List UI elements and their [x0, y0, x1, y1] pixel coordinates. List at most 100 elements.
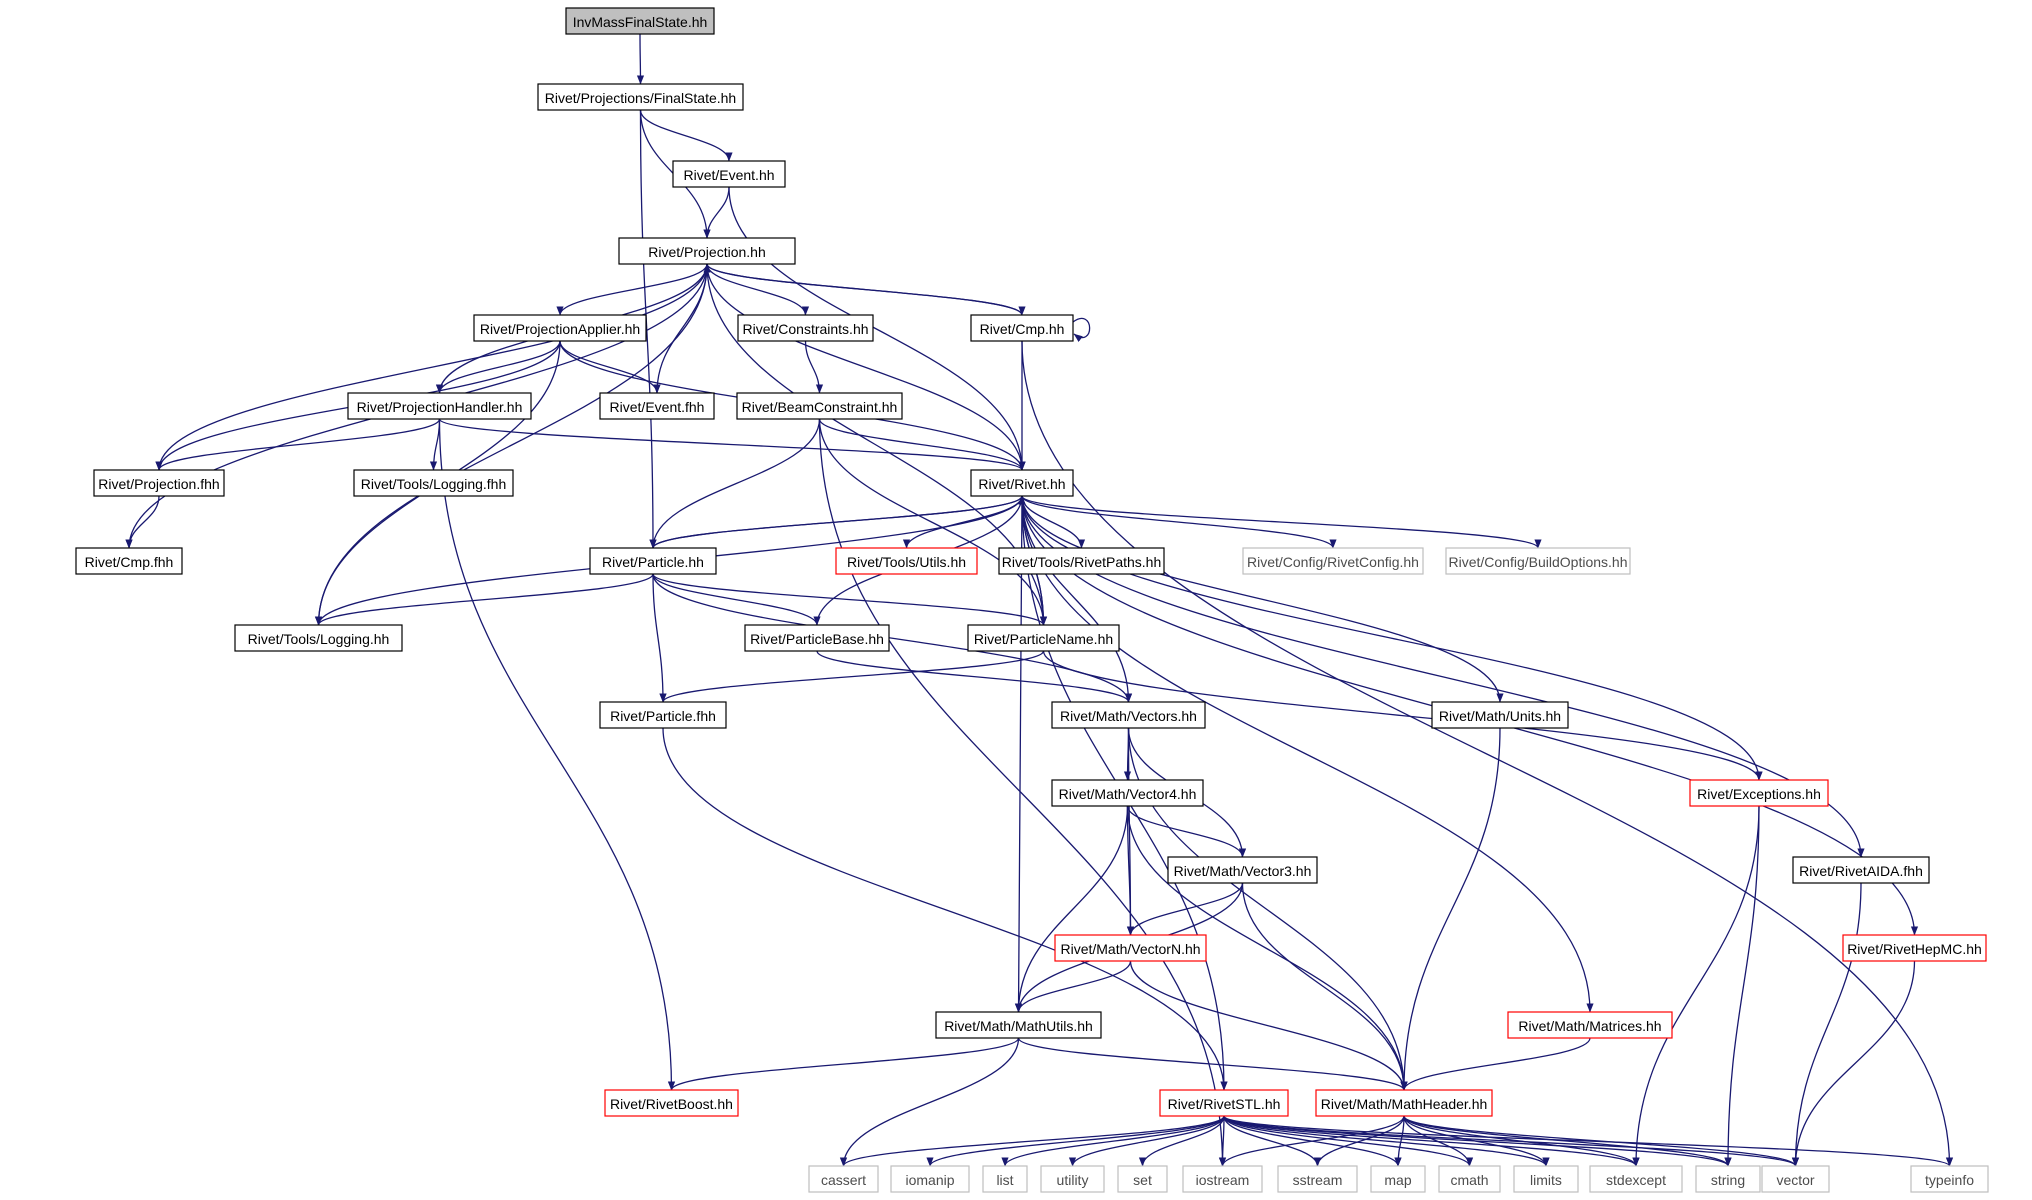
node-rivet-beamconstraint-hh[interactable]: Rivet/BeamConstraint.hh [736, 392, 903, 420]
edge-mathheader-to-limits [1403, 1115, 1550, 1167]
edge-pname-to-exceptions [1042, 650, 1763, 781]
node-box [1761, 1165, 1830, 1193]
edge-vec4-to-vec3 [1126, 805, 1247, 858]
node-box [1910, 1165, 1989, 1193]
node-label: Rivet/Math/Units.hh [1439, 708, 1561, 724]
node-rivet-config-rivetconfig-hh: Rivet/Config/RivetConfig.hh [1242, 547, 1424, 575]
node-utility: utility [1040, 1165, 1105, 1193]
node-rivet-math-vector4-hh[interactable]: Rivet/Math/Vector4.hh [1051, 779, 1204, 807]
node-label: Rivet/ProjectionApplier.hh [480, 321, 640, 337]
node-rivet-math-vectorn-hh[interactable]: Rivet/Math/VectorN.hh [1054, 934, 1207, 962]
node-rivet-math-mathutils-hh[interactable]: Rivet/Math/MathUtils.hh [935, 1011, 1102, 1039]
node-rivet-projection-fhh[interactable]: Rivet/Projection.fhh [93, 469, 225, 497]
edge-proj-to-constraints [706, 263, 810, 316]
node-box [589, 547, 717, 575]
node-box [672, 160, 786, 188]
node-rivet-exceptions-hh[interactable]: Rivet/Exceptions.hh [1689, 779, 1829, 807]
node-rivet-cmp-fhh[interactable]: Rivet/Cmp.fhh [75, 547, 183, 575]
node-rivet-particle-hh[interactable]: Rivet/Particle.hh [589, 547, 717, 575]
node-label: Rivet/RivetSTL.hh [1168, 1096, 1281, 1112]
node-box [1051, 779, 1204, 807]
edge-rivethh-to-buildopts [1021, 495, 1542, 549]
node-label: map [1384, 1172, 1411, 1188]
edge-fs-to-particle [639, 109, 657, 549]
edge-aida-to-vector [1791, 882, 1862, 1167]
node-rivet-constraints-hh[interactable]: Rivet/Constraints.hh [737, 314, 874, 342]
node-box [970, 469, 1074, 497]
node-rivet-rivetaida-fhh[interactable]: Rivet/RivetAIDA.fhh [1792, 856, 1930, 884]
edge-exceptions-to-stdexcept [1632, 805, 1760, 1167]
edges [125, 33, 1954, 1167]
node-label: cmath [1450, 1172, 1488, 1188]
edge-stl-to-iostream [1218, 1115, 1227, 1167]
node-box [1589, 1165, 1683, 1193]
node-rivet-rivethepmc-hh[interactable]: Rivet/RivetHepMC.hh [1842, 934, 1987, 962]
node-iomanip: iomanip [890, 1165, 970, 1193]
node-box [1051, 701, 1206, 729]
node-rivet-projections-finalstate-hh[interactable]: Rivet/Projections/FinalState.hh [537, 83, 744, 111]
node-rivet-math-matrices-hh[interactable]: Rivet/Math/Matrices.hh [1507, 1011, 1673, 1039]
node-box [599, 701, 727, 729]
node-box [1695, 1165, 1761, 1193]
node-rivet-rivetboost-hh[interactable]: Rivet/RivetBoost.hh [604, 1089, 739, 1117]
node-rivet-projection-hh[interactable]: Rivet/Projection.hh [618, 237, 796, 265]
node-box [808, 1165, 879, 1193]
node-rivet-tools-rivetpaths-hh[interactable]: Rivet/Tools/RivetPaths.hh [998, 547, 1165, 575]
node-stdexcept: stdexcept [1589, 1165, 1683, 1193]
nodes: InvMassFinalState.hhRivet/Projections/Fi… [75, 7, 1989, 1193]
edge-stl-to-stdexcept [1223, 1115, 1640, 1167]
edge-mathheader-to-vector [1403, 1115, 1799, 1167]
edge-particle-to-pfhh [652, 573, 667, 703]
node-label: Rivet/Tools/Logging.hh [248, 631, 390, 647]
node-rivet-math-mathheader-hh[interactable]: Rivet/Math/MathHeader.hh [1315, 1089, 1493, 1117]
node-rivet-particlebase-hh[interactable]: Rivet/ParticleBase.hh [744, 624, 890, 652]
node-invmassfinalstate-hh[interactable]: InvMassFinalState.hh [565, 7, 715, 35]
node-box [890, 1165, 970, 1193]
node-box [599, 392, 715, 420]
node-box [565, 7, 715, 35]
node-box [744, 624, 890, 652]
node-box [93, 469, 225, 497]
node-label: Rivet/Tools/RivetPaths.hh [1002, 554, 1162, 570]
node-rivet-projectionhandler-hh[interactable]: Rivet/ProjectionHandler.hh [347, 392, 532, 420]
edge-vec4-to-mathutils [1014, 805, 1129, 1013]
edge-pfhh-to-stl [662, 727, 1228, 1091]
edge-matrices-to-mathheader [1400, 1037, 1591, 1091]
node-label: set [1133, 1172, 1152, 1188]
node-label: Rivet/Math/Vectors.hh [1060, 708, 1197, 724]
node-rivet-math-units-hh[interactable]: Rivet/Math/Units.hh [1431, 701, 1569, 729]
edge-rivethh-to-rivetconfig [1021, 495, 1337, 549]
edge-mathheader-to-map [1394, 1115, 1405, 1167]
node-rivet-cmp-hh[interactable]: Rivet/Cmp.hh [970, 314, 1074, 342]
node-rivet-rivet-hh[interactable]: Rivet/Rivet.hh [970, 469, 1074, 497]
node-rivet-tools-logging-hh[interactable]: Rivet/Tools/Logging.hh [234, 624, 403, 652]
node-box [1431, 701, 1569, 729]
node-rivet-event-hh[interactable]: Rivet/Event.hh [672, 160, 786, 188]
node-box [1182, 1165, 1263, 1193]
node-rivet-event-fhh[interactable]: Rivet/Event.fhh [599, 392, 715, 420]
node-box [473, 314, 647, 342]
node-rivet-particle-fhh[interactable]: Rivet/Particle.fhh [599, 701, 727, 729]
edge-units-to-mathheader [1400, 727, 1501, 1091]
node-box [736, 392, 903, 420]
node-rivet-projectionapplier-hh[interactable]: Rivet/ProjectionApplier.hh [473, 314, 647, 342]
edge-projapp-to-projhandler [435, 340, 561, 394]
node-label: Rivet/ParticleBase.hh [750, 631, 884, 647]
edge-event-to-rivethh [728, 186, 1026, 471]
node-rivet-particlename-hh[interactable]: Rivet/ParticleName.hh [967, 624, 1120, 652]
edge-fs-to-event [639, 109, 733, 162]
node-rivet-tools-logging-fhh[interactable]: Rivet/Tools/Logging.fhh [353, 469, 514, 497]
node-label: Rivet/Math/MathUtils.hh [944, 1018, 1093, 1034]
node-label: Rivet/Math/Matrices.hh [1518, 1018, 1661, 1034]
node-sstream: sstream [1277, 1165, 1358, 1193]
node-label: Rivet/Projection.hh [648, 244, 766, 260]
node-rivet-math-vector3-hh[interactable]: Rivet/Math/Vector3.hh [1167, 856, 1318, 884]
node-box [75, 547, 183, 575]
edge-beam-to-rivethh [818, 418, 1026, 471]
node-label: limits [1530, 1172, 1562, 1188]
node-label: Rivet/Cmp.hh [980, 321, 1065, 337]
node-rivet-math-vectors-hh[interactable]: Rivet/Math/Vectors.hh [1051, 701, 1206, 729]
node-rivet-tools-utils-hh[interactable]: Rivet/Tools/Utils.hh [835, 547, 978, 575]
node-rivet-rivetstl-hh[interactable]: Rivet/RivetSTL.hh [1159, 1089, 1289, 1117]
